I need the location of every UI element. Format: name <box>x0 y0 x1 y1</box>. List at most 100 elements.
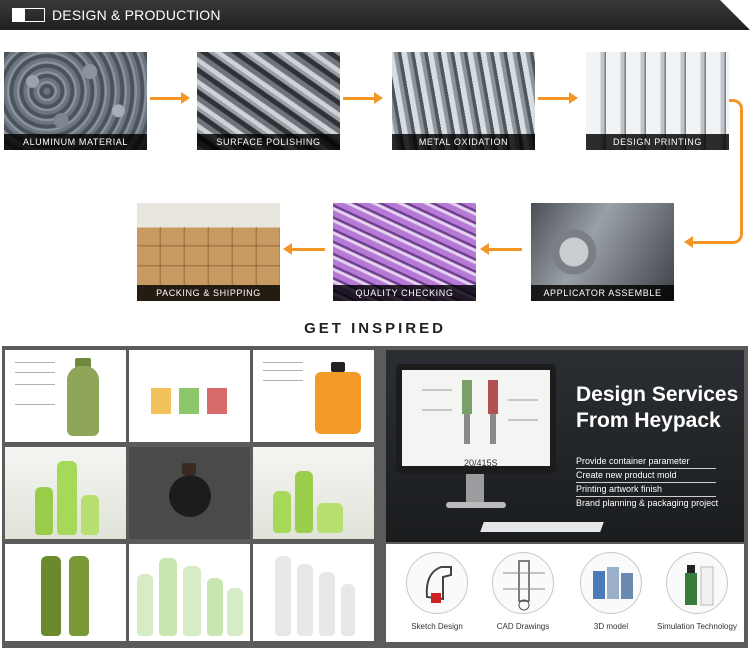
product-tile-spray-bottles[interactable] <box>129 350 250 442</box>
white-bottle <box>275 556 291 636</box>
green-bottle <box>295 471 313 533</box>
arrow-left-icon <box>480 243 522 255</box>
header-background <box>0 0 750 30</box>
spec-line <box>263 380 303 381</box>
green-jar <box>317 503 343 533</box>
orange-bottle <box>315 372 361 434</box>
packing-shipping-photo <box>137 203 280 301</box>
simulation-technology-icon[interactable] <box>666 552 728 614</box>
bottle-cap <box>182 463 196 475</box>
arrow-bend-icon <box>729 99 743 244</box>
service-label: Sketch Design <box>411 622 463 631</box>
clear-bottle <box>207 578 223 636</box>
surface-polishing-photo <box>197 52 340 150</box>
arrow-right-icon <box>150 92 190 104</box>
pump-bottle <box>41 556 61 636</box>
product-tile-clear-green-bottles[interactable] <box>129 544 250 641</box>
monitor-base <box>446 502 506 508</box>
design-printing-photo <box>586 52 729 150</box>
arrow-left-icon <box>283 243 325 255</box>
step-applicator-assemble: APPLICATOR ASSEMBLE <box>531 203 674 301</box>
step-surface-polishing: SURFACE POLISHING <box>197 52 340 150</box>
bottle-cap <box>331 362 345 372</box>
spec-line <box>15 384 55 385</box>
service-methods: Sketch Design CAD Drawings 3D model Simu… <box>386 544 744 642</box>
white-bottle <box>341 584 355 636</box>
white-bottle <box>297 564 313 636</box>
step-caption: DESIGN PRINTING <box>586 134 729 150</box>
aluminum-material-photo <box>4 52 147 150</box>
cad-drawings-icon[interactable] <box>492 552 554 614</box>
divider <box>576 468 716 469</box>
bottle-cap <box>75 358 91 368</box>
step-caption: METAL OXIDATION <box>392 134 535 150</box>
design-services-banner[interactable]: 20/415S Design Services From Heypack Pro… <box>386 350 744 542</box>
spec-line <box>15 362 55 363</box>
service-label: CAD Drawings <box>496 622 550 631</box>
3d-model-icon[interactable] <box>580 552 642 614</box>
cad-label: 20/415S <box>464 458 498 468</box>
divider <box>576 496 716 497</box>
service-item: Brand planning & packaging project <box>576 498 719 508</box>
product-tile-white-pump-bottles[interactable] <box>253 544 374 641</box>
section-title-inspired: GET INSPIRED <box>304 320 446 337</box>
clear-bottle <box>159 558 177 636</box>
inspiration-panel: 20/415S Design Services From Heypack Pro… <box>2 346 748 648</box>
service-item: Printing artwork finish <box>576 484 663 494</box>
green-bottle <box>273 491 291 533</box>
clear-bottle <box>137 574 153 636</box>
spec-line <box>15 404 55 405</box>
product-tile-green-cosmetics[interactable] <box>5 447 126 539</box>
monitor-stand <box>466 474 484 504</box>
green-bottle <box>57 461 77 535</box>
spec-line <box>15 372 55 373</box>
pump-bottle <box>69 556 89 636</box>
product-tile-green-set[interactable] <box>253 447 374 539</box>
product-tile-orange-bottle-spec[interactable] <box>253 350 374 442</box>
green-bottle <box>81 495 99 535</box>
design-services-title-line2: From Heypack <box>576 409 721 432</box>
product-tile-green-bottle-spec[interactable] <box>5 350 126 442</box>
step-design-printing: DESIGN PRINTING <box>586 52 729 150</box>
design-services-title-line1: Design Services <box>576 383 739 406</box>
quality-checking-photo <box>333 203 476 301</box>
step-packing-shipping: PACKING & SHIPPING <box>137 203 280 301</box>
header-corner-cut <box>720 0 750 30</box>
step-caption: ALUMINUM MATERIAL <box>4 134 147 150</box>
step-caption: APPLICATOR ASSEMBLE <box>531 285 674 301</box>
cad-screen: 20/415S <box>402 370 550 468</box>
divider <box>576 482 716 483</box>
spray-bottle <box>179 368 199 434</box>
white-bottle <box>319 572 335 636</box>
arrow-left-icon <box>684 236 732 248</box>
cad-drawing-icon <box>422 380 538 444</box>
service-item: Create new product mold <box>576 470 677 480</box>
metal-oxidation-photo <box>392 52 535 150</box>
step-aluminum-material: ALUMINUM MATERIAL <box>4 52 147 150</box>
section-header: DESIGN & PRODUCTION <box>0 0 750 30</box>
clear-bottle <box>227 588 243 636</box>
step-caption: QUALITY CHECKING <box>333 285 476 301</box>
service-label: 3D model <box>593 622 629 631</box>
monitor-icon: 20/415S <box>396 364 556 474</box>
round-dark-bottle <box>169 475 211 517</box>
header-title: DESIGN & PRODUCTION <box>52 7 221 23</box>
step-quality-checking: QUALITY CHECKING <box>333 203 476 301</box>
spray-bottle <box>207 368 227 434</box>
arrow-right-icon <box>538 92 578 104</box>
service-label: Simulation Technology <box>657 622 737 631</box>
green-bottle <box>35 487 53 535</box>
service-item: Provide container parameter <box>576 456 690 466</box>
step-caption: SURFACE POLISHING <box>197 134 340 150</box>
keyboard-icon <box>480 522 604 532</box>
spec-line <box>263 362 303 363</box>
spray-bottle <box>151 368 171 434</box>
product-tile-olive-pump-bottles[interactable] <box>5 544 126 641</box>
header-bar-icon <box>12 8 45 22</box>
sketch-design-icon[interactable] <box>406 552 468 614</box>
arrow-right-icon <box>343 92 383 104</box>
clear-bottle <box>183 566 201 636</box>
step-metal-oxidation: METAL OXIDATION <box>392 52 535 150</box>
product-tile-dark-perfume[interactable] <box>129 447 250 539</box>
step-caption: PACKING & SHIPPING <box>137 285 280 301</box>
